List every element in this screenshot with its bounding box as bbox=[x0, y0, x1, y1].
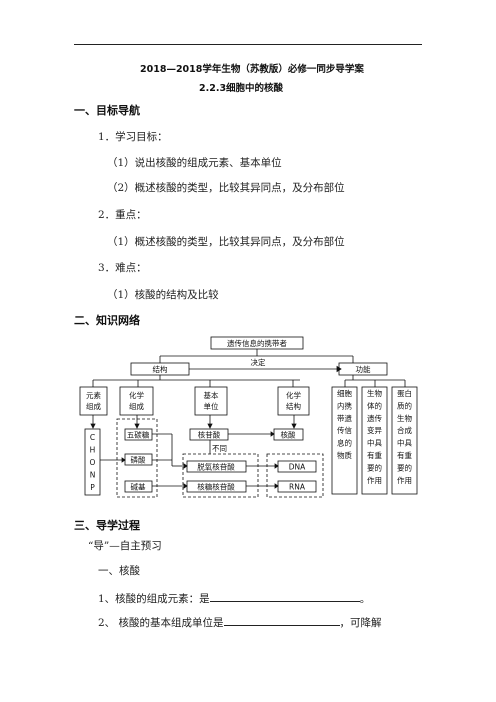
diagram-nucleic-acid-label: 核酸 bbox=[281, 430, 296, 440]
question-1: 1、核酸的组成元素：是 。 bbox=[98, 590, 370, 606]
diagram-element-letter: N bbox=[90, 471, 96, 480]
diagram-function-text: 作用 bbox=[397, 475, 412, 485]
diagram-function-text: 要的 bbox=[367, 462, 382, 472]
diagram-function-text: 合成 bbox=[397, 425, 412, 435]
goal-line: （1）说出核酸的组成元素、基本单位 bbox=[107, 157, 282, 169]
diagram-function-text: 中具 bbox=[367, 438, 382, 448]
diagram-function-text: 作用 bbox=[367, 475, 382, 485]
header-rule bbox=[74, 44, 422, 45]
diagram-ribo-label: 核糖核苷酸 bbox=[197, 482, 235, 492]
diagram-chemstruct-header: 化学 bbox=[286, 390, 301, 400]
diagram-function-text: 要的 bbox=[397, 462, 412, 472]
diagram-structure-label: 结构 bbox=[153, 364, 168, 374]
question-2: 2、 核酸的基本组成单位是 ，可降解 bbox=[98, 614, 382, 630]
diagram-different-label: 不同 bbox=[212, 444, 227, 453]
diagram-function-text: 有重 bbox=[367, 450, 382, 460]
diagram-function-text: 质的 bbox=[397, 400, 412, 410]
diagram-element-letter: H bbox=[90, 446, 96, 455]
diagram-function-text: 中具 bbox=[397, 438, 412, 448]
goal-line: （1）概述核酸的类型，比较其异同点，及分布部位 bbox=[107, 236, 345, 248]
diagram-element-letter: P bbox=[90, 483, 95, 492]
section-heading-goals: 一、目标导航 bbox=[74, 104, 140, 117]
diagram-function-text: 息的 bbox=[337, 438, 352, 448]
question-1-text: 1、核酸的组成元素：是 bbox=[98, 593, 210, 605]
diagram-unit-header: 基本 bbox=[204, 390, 219, 400]
diagram-element-letter: O bbox=[90, 458, 96, 467]
section-heading-network: 二、知识网络 bbox=[74, 314, 140, 327]
doc-subtitle: 2.2.3细胞中的核酸 bbox=[199, 83, 284, 94]
diagram-function-text: 物质 bbox=[337, 450, 352, 460]
diagram-pentose-label: 五碳糖 bbox=[127, 430, 150, 440]
answer-blank[interactable] bbox=[223, 614, 340, 626]
question-2-end: ，可降解 bbox=[339, 617, 382, 629]
answer-blank[interactable] bbox=[209, 590, 360, 602]
diagram-function-text: 体的 bbox=[367, 400, 382, 410]
diagram-function-text: 有重 bbox=[397, 450, 412, 460]
preview-subheading: “导”—自主预习 bbox=[88, 540, 162, 552]
diagram-nucleotide-label: 核苷酸 bbox=[198, 430, 221, 440]
question-2-text: 2、 核酸的基本组成单位是 bbox=[98, 617, 224, 629]
diagram-function-text: 传信 bbox=[337, 425, 352, 435]
diagram-function-text: 内携 bbox=[337, 400, 352, 410]
diagram-function-text: 带遗 bbox=[337, 413, 352, 423]
goal-line: （2）概述核酸的类型，比较其异同点，及分布部位 bbox=[107, 182, 345, 194]
diagram-function-text: 遗传 bbox=[367, 413, 382, 423]
question-1-end: 。 bbox=[359, 593, 371, 605]
diagram-elements-header: 元素 bbox=[86, 390, 101, 400]
doc-title: 2018—2018学年生物（苏教版）必修一同步导学案 bbox=[140, 64, 364, 75]
diagram-chemstruct-header: 结构 bbox=[286, 401, 301, 411]
part-heading: 一、核酸 bbox=[98, 565, 140, 577]
diagram-chem-header: 化学 bbox=[129, 390, 144, 400]
diagram-rna-label: RNA bbox=[289, 483, 306, 492]
goal-line: （1）核酸的结构及比较 bbox=[107, 289, 219, 301]
diagram-elements-header: 组成 bbox=[86, 401, 101, 411]
diagram-unit-header: 单位 bbox=[204, 401, 219, 411]
diagram-function-text: 生物 bbox=[397, 413, 412, 423]
goal-line: 2．重点： bbox=[98, 209, 147, 221]
diagram-function-text: 变异 bbox=[367, 425, 382, 435]
diagram-top-label: 遗传信息的携带者 bbox=[227, 338, 287, 348]
goal-line: 3．难点： bbox=[98, 262, 147, 274]
diagram-deoxy-label: 脱氧核苷酸 bbox=[197, 462, 235, 472]
diagram-element-letter: C bbox=[90, 433, 95, 442]
diagram-function-text: 生物 bbox=[367, 388, 382, 398]
diagram-function-text: 蛋白 bbox=[397, 388, 412, 398]
diagram-function-text: 细胞 bbox=[337, 388, 352, 398]
section-heading-process: 三、导学过程 bbox=[74, 519, 140, 532]
diagram-decides-label: 决定 bbox=[251, 357, 266, 367]
diagram-chem-header: 组成 bbox=[129, 401, 144, 411]
diagram-dna-label: DNA bbox=[289, 463, 306, 472]
diagram-function-label: 功能 bbox=[356, 364, 371, 374]
diagram-base-label: 碱基 bbox=[131, 482, 146, 492]
goal-line: 1．学习目标： bbox=[98, 131, 168, 143]
diagram-phosphate-label: 磷酸 bbox=[131, 455, 146, 465]
